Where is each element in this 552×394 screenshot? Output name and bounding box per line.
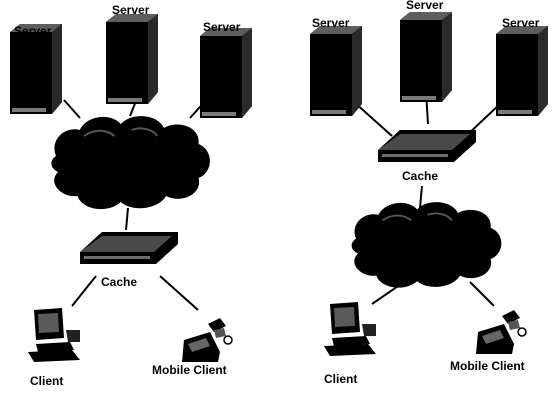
server-label: Server [203,20,241,34]
server-tower-icon [496,26,548,116]
server-tower-icon [400,12,452,102]
mobile-device-icon [475,309,527,355]
cache-box-icon [80,232,178,264]
server-tower-icon [310,26,362,116]
server-tower-icon [106,14,158,104]
cache-box-icon [378,130,476,162]
cloud-icon [50,115,211,211]
server-label: Server [312,16,350,30]
server-label: Server [112,3,150,17]
mobile-client-label: Mobile Client [152,363,227,377]
desktop-computer-icon [324,302,376,356]
server-tower-icon [200,28,252,118]
cache-label: Cache [101,275,137,289]
mobile-device-icon [181,317,233,363]
cloud-icon [350,201,503,289]
client-label: Client [30,374,63,388]
desktop-computer-icon [28,308,80,362]
server-label: Server [502,16,540,30]
right-diagram: Server Server Server Cache Client Mobile… [310,0,548,386]
server-label: Server [406,0,444,12]
server-label: Server [14,24,52,38]
left-diagram: Server Server Server Cache Client Mobile… [10,3,252,388]
client-label: Client [324,372,357,386]
mobile-client-label: Mobile Client [450,359,525,373]
cache-label: Cache [402,169,438,183]
